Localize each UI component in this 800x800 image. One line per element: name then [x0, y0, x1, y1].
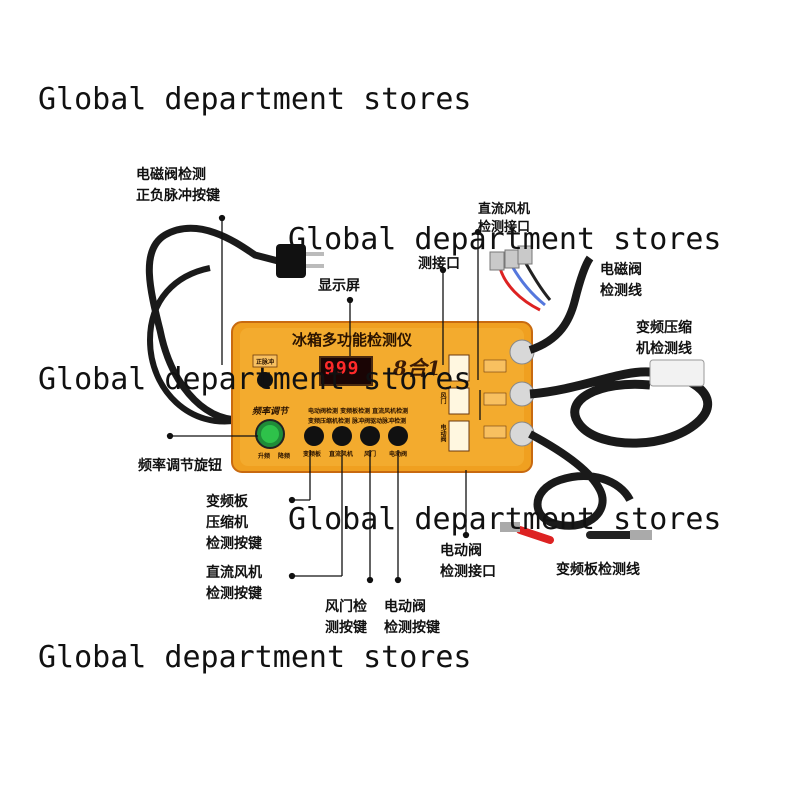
- device-title: 冰箱多功能检测仪: [292, 331, 413, 349]
- knob-left-label: 升频: [258, 453, 271, 460]
- display-screen: [319, 356, 373, 386]
- function-line-2: 变频压缩机检测 脉冲阀驱动脉冲检测: [308, 418, 407, 425]
- solenoid-wire: [528, 255, 594, 354]
- port-label-ev: 电动阀: [439, 424, 446, 442]
- callout-damper-button: 风门检 测按键: [325, 599, 367, 636]
- callout-damper-port: 测接口: [418, 256, 460, 272]
- compressor-wire: [529, 367, 713, 448]
- function-line-1: 电动阀检测 变频板检测 直流风机检测: [308, 408, 409, 415]
- button-label-dcfan: 直流风机: [329, 451, 354, 458]
- watermark-5: Global department stores: [38, 640, 472, 675]
- callout-compressor-wire: 变频压缩 机检测线: [636, 320, 692, 357]
- watermark-3: Global department stores: [38, 362, 472, 397]
- power-plug: [276, 244, 324, 278]
- callout-solenoid-wire: 电磁阀 检测线: [600, 262, 642, 299]
- pulse-button: [257, 372, 273, 388]
- alligator-clips: [500, 522, 652, 544]
- button-label-ev: 电动阀: [389, 451, 408, 458]
- callout-dcfan-button: 直流风机 检测按键: [206, 565, 262, 602]
- damper-button-shape: [360, 426, 380, 446]
- inverter-wire: [528, 430, 634, 530]
- callout-display: 显示屏: [318, 278, 360, 294]
- button-label-damper: 风门: [364, 451, 377, 458]
- inverter-button-shape: [304, 426, 324, 446]
- dc-fan-connectors: [489, 245, 552, 312]
- knob-right-label: 降频: [278, 453, 291, 460]
- callout-dc-fan-port: 直流风机 检测接口: [478, 202, 531, 235]
- callout-freq-knob: 频率调节旋钮: [138, 458, 222, 474]
- callout-ev-button: 电动阀 检测按键: [384, 599, 440, 636]
- display-value: 999: [324, 358, 360, 379]
- button-label-inverter: 变频板: [303, 451, 322, 458]
- port-label-damper: 风门: [439, 392, 446, 404]
- ev-button-shape: [388, 426, 408, 446]
- dcfan-button-shape: [332, 426, 352, 446]
- pulse-button-label: 正脉冲: [256, 359, 275, 366]
- compressor-plug: [649, 359, 705, 387]
- callout-solenoid-button: 电磁阀检测 正负脉冲按键: [136, 167, 220, 204]
- callout-inverter-wire: 变频板检测线: [556, 562, 640, 578]
- freq-label: 频率调节: [252, 407, 289, 417]
- device-logo: 8合1: [393, 356, 441, 380]
- callout-inverter-button: 变频板 压缩机 检测按键: [206, 494, 262, 552]
- watermark-4: Global department stores: [288, 502, 722, 537]
- device-panel: [231, 321, 533, 473]
- power-cord: [145, 224, 286, 424]
- watermark-1: Global department stores: [38, 82, 472, 117]
- watermark-2: Global department stores: [288, 222, 722, 257]
- callout-ev-port: 电动阀 检测接口: [440, 543, 496, 580]
